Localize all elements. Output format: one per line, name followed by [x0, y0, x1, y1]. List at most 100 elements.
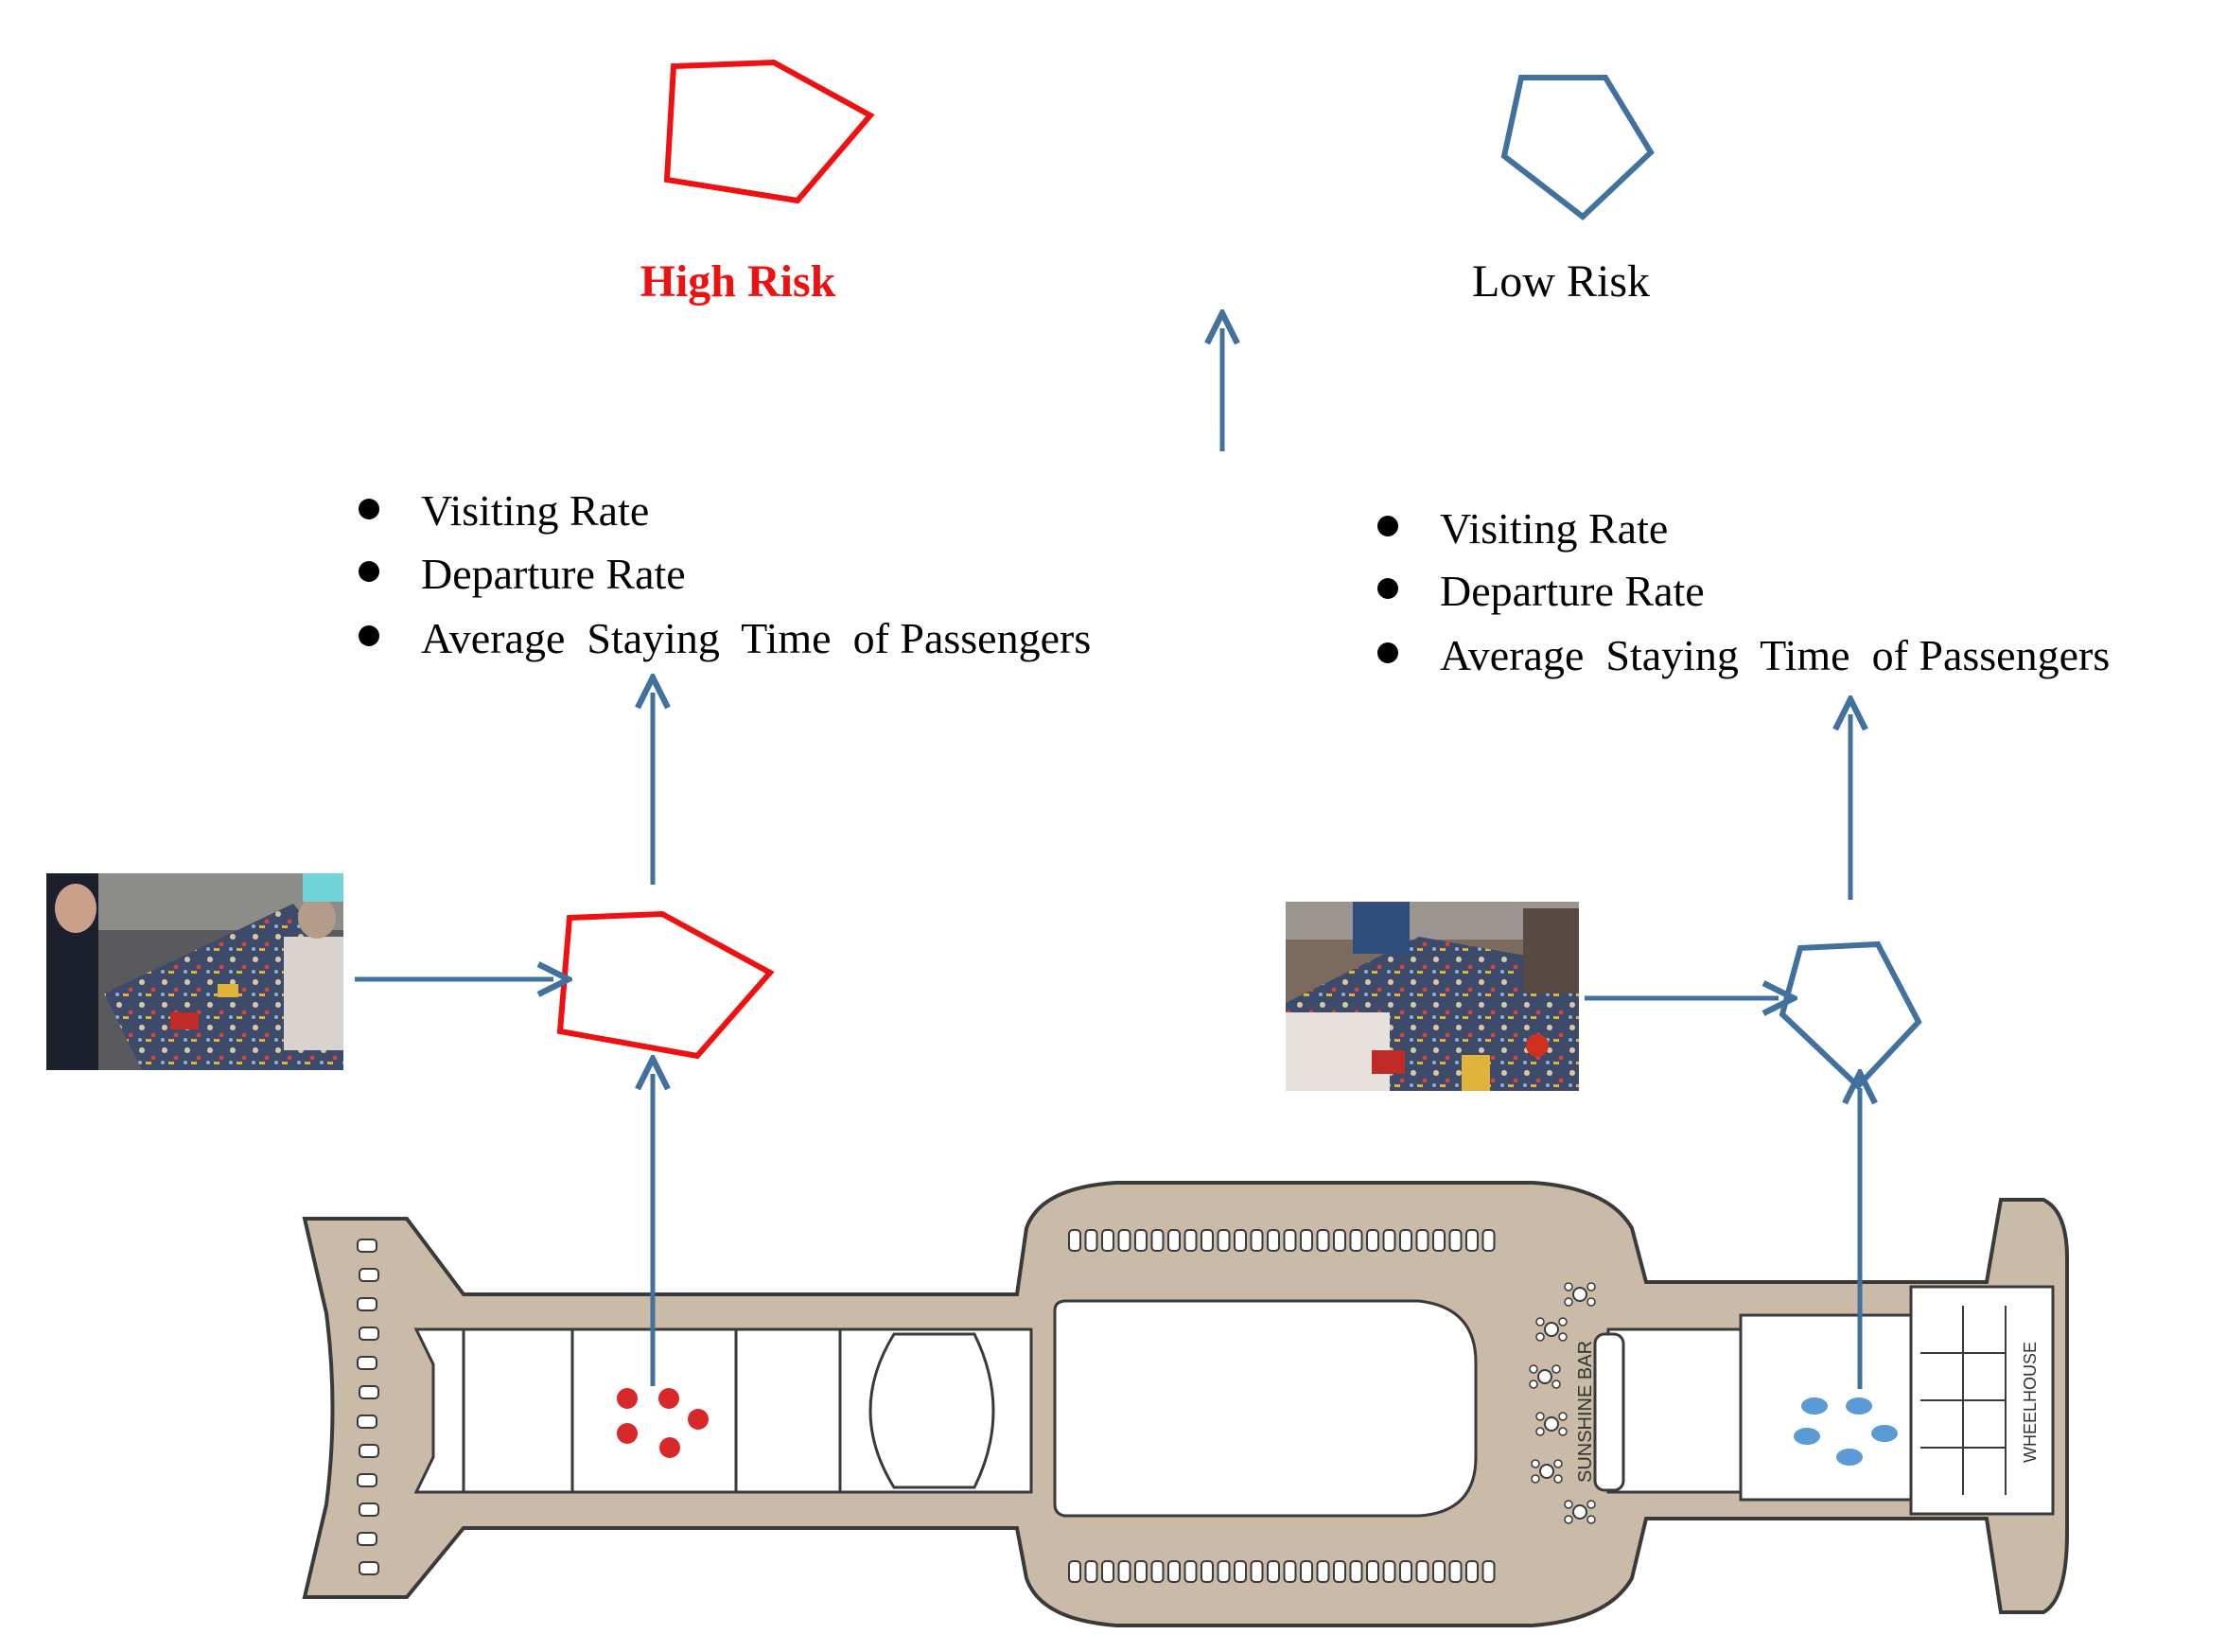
- deck-stern-inner: [413, 1327, 465, 1494]
- passenger-dot: [1794, 1428, 1820, 1445]
- seat-icon: [1117, 1560, 1131, 1583]
- seat-icon: [1465, 1229, 1479, 1252]
- seat-icon: [1333, 1560, 1346, 1583]
- bar-table-icon: [1572, 1504, 1587, 1520]
- bar-stool-icon: [1553, 1459, 1563, 1468]
- tabletop-photo-left: [46, 873, 343, 1070]
- bar-stool-icon: [1531, 1459, 1540, 1468]
- seat-icon: [1101, 1560, 1114, 1583]
- bar-stool-icon: [1558, 1427, 1568, 1436]
- bar-tables: [1529, 1282, 1596, 1524]
- seat-icon: [357, 1297, 377, 1311]
- bar-stool-icon: [1553, 1474, 1563, 1484]
- seat-icon: [357, 1415, 377, 1429]
- bar-table-icon: [1544, 1322, 1559, 1337]
- seat-icon: [357, 1473, 377, 1487]
- bar-stool-icon: [1535, 1427, 1545, 1436]
- bullet-left-1: [359, 499, 379, 519]
- seat-icon: [357, 1239, 377, 1253]
- high-risk-pentagon-icon: [663, 59, 875, 204]
- seat-icon: [1366, 1560, 1379, 1583]
- seat-icon: [1349, 1560, 1363, 1583]
- seat-icon: [1167, 1229, 1181, 1252]
- low-risk-pentagon-icon: [1500, 75, 1655, 220]
- seat-icon: [1432, 1229, 1446, 1252]
- passenger-dot: [1871, 1425, 1898, 1442]
- bar-table-icon: [1544, 1416, 1559, 1432]
- seat-icon: [1217, 1560, 1231, 1583]
- seat-row-stern: [357, 1239, 379, 1575]
- seat-icon: [1217, 1229, 1231, 1252]
- seat-icon: [1316, 1560, 1330, 1583]
- seat-icon: [1183, 1229, 1198, 1252]
- bullet-right-1: [1377, 516, 1398, 536]
- metric-right-departure-rate: Departure Rate: [1440, 567, 1705, 615]
- bar-stool-icon: [1558, 1412, 1568, 1421]
- bar-stool-icon: [1564, 1515, 1573, 1524]
- seat-icon: [1481, 1229, 1496, 1252]
- bar-stool-icon: [1529, 1380, 1538, 1389]
- bar-stool-icon: [1551, 1380, 1561, 1389]
- seat-icon: [1101, 1229, 1114, 1252]
- metrics-list-right: Visiting Rate Departure Rate Average Sta…: [1377, 504, 2110, 679]
- bar-stool-icon: [1564, 1500, 1573, 1509]
- metric-left-average-staying-time: Average Staying Time of Passengers: [421, 614, 1091, 662]
- seat-icon: [1084, 1229, 1098, 1252]
- sunshine-bar-label: SUNSHINE BAR: [1575, 1341, 1596, 1483]
- seat-icon: [1300, 1560, 1313, 1583]
- bar-table-icon: [1539, 1464, 1554, 1479]
- seat-icon: [359, 1385, 379, 1399]
- seat-icon: [1415, 1560, 1429, 1583]
- passengers-high-risk-zone: [617, 1388, 709, 1458]
- bar-stool-icon: [1558, 1332, 1568, 1342]
- seat-icon: [1448, 1560, 1463, 1583]
- wheelhouse-label: WHEELHOUSE: [2021, 1342, 2040, 1463]
- seat-icon: [1068, 1560, 1081, 1583]
- passenger-dot: [659, 1437, 680, 1458]
- bar-stool-icon: [1535, 1412, 1545, 1421]
- seat-icon: [1465, 1560, 1479, 1583]
- bar-stool-icon: [1586, 1297, 1596, 1307]
- seat-icon: [1481, 1560, 1496, 1583]
- seat-icon: [1134, 1560, 1148, 1583]
- seat-icon: [1333, 1229, 1346, 1252]
- seat-icon: [1382, 1229, 1396, 1252]
- seat-icon: [1134, 1229, 1148, 1252]
- seat-icon: [1150, 1560, 1165, 1583]
- bar-stool-icon: [1564, 1282, 1573, 1292]
- bullet-left-2: [359, 561, 379, 582]
- seat-icon: [1183, 1560, 1198, 1583]
- low-risk-label: Low Risk: [1472, 256, 1650, 307]
- bar-table-icon: [1537, 1369, 1552, 1384]
- seat-icon: [1234, 1229, 1247, 1252]
- seat-icon: [1283, 1229, 1297, 1252]
- bar-stool-icon: [1531, 1474, 1540, 1484]
- bar-stool-icon: [1586, 1515, 1596, 1524]
- seat-icon: [357, 1532, 377, 1546]
- seat-icon: [1117, 1229, 1131, 1252]
- seat-icon: [1250, 1229, 1264, 1252]
- bar-stool-icon: [1535, 1317, 1545, 1327]
- bullet-left-3: [359, 625, 379, 646]
- bar-stool-icon: [1558, 1317, 1568, 1327]
- seat-icon: [1084, 1560, 1098, 1583]
- seat-icon: [1283, 1560, 1297, 1583]
- seat-icon: [359, 1268, 379, 1282]
- passenger-dot: [658, 1388, 679, 1409]
- passenger-dot: [688, 1409, 709, 1430]
- bullet-right-2: [1377, 578, 1398, 599]
- seat-icon: [1150, 1229, 1165, 1252]
- seat-icon: [1300, 1229, 1313, 1252]
- seat-icon: [1167, 1560, 1181, 1583]
- seat-icon: [359, 1327, 379, 1341]
- bar-stool-icon: [1564, 1297, 1573, 1307]
- deck-bow-room: [1739, 1313, 1913, 1502]
- zone-high-risk-pentagon-icon: [556, 910, 775, 1060]
- bullet-right-3: [1377, 642, 1398, 663]
- seat-icon: [1448, 1229, 1463, 1252]
- seat-icon: [1399, 1229, 1412, 1252]
- seat-icon: [1316, 1229, 1330, 1252]
- deck-corridor-left: [462, 1327, 1033, 1494]
- bar-stool-icon: [1551, 1364, 1561, 1374]
- seat-icon: [1432, 1560, 1446, 1583]
